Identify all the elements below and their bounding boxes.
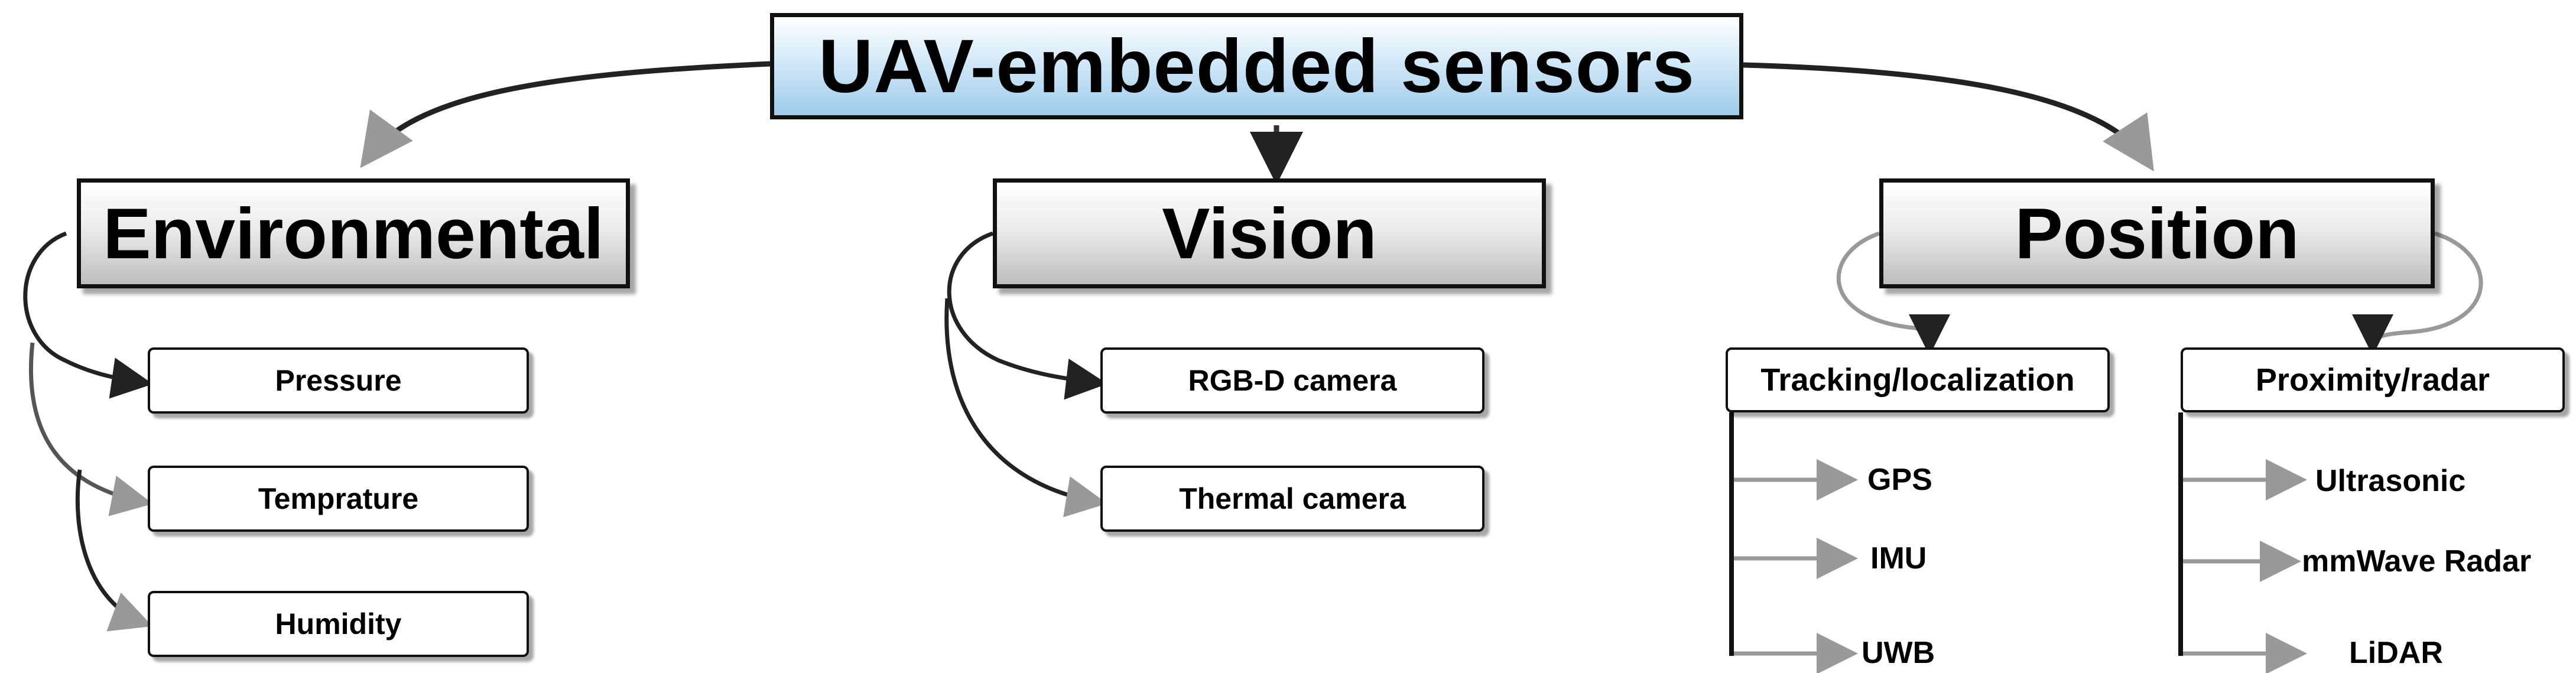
leaf-imu: IMU xyxy=(1870,541,1927,576)
item-humidity-label: Humidity xyxy=(275,607,402,641)
item-temprature: Temprature xyxy=(148,466,529,532)
title-box: UAV-embedded sensors xyxy=(770,13,1743,119)
connector-position-tracking xyxy=(1836,231,1950,356)
group-proximity-radar-label: Proximity/radar xyxy=(2255,362,2490,398)
item-pressure: Pressure xyxy=(148,347,529,414)
category-vision-label: Vision xyxy=(1162,193,1377,274)
connector-environmental-pressure xyxy=(23,231,153,399)
connector-vision-rgbd xyxy=(947,231,1107,400)
item-rgbd-camera: RGB-D camera xyxy=(1100,347,1484,414)
leaf-ultrasonic: Ultrasonic xyxy=(2315,464,2466,498)
category-vision: Vision xyxy=(993,178,1546,288)
item-rgbd-camera-label: RGB-D camera xyxy=(1188,364,1397,397)
category-position: Position xyxy=(1879,178,2435,288)
leaf-lidar: LiDAR xyxy=(2349,636,2443,670)
item-thermal-camera: Thermal camera xyxy=(1100,466,1484,532)
leaf-uwb: UWB xyxy=(1862,636,1935,670)
item-temprature-label: Temprature xyxy=(258,482,419,515)
page-title: UAV-embedded sensors xyxy=(818,24,1695,109)
leaf-mmwave-radar: mmWave Radar xyxy=(2302,544,2532,578)
item-pressure-label: Pressure xyxy=(275,364,402,397)
group-tracking-localization-label: Tracking/localization xyxy=(1760,362,2075,398)
connector-position-proximity xyxy=(2352,231,2483,356)
category-environmental-label: Environmental xyxy=(103,193,604,274)
connector-environmental-humidity xyxy=(75,469,153,632)
connector-vision-thermal xyxy=(944,298,1107,518)
connector-title-environmental xyxy=(360,61,771,168)
connector-title-position xyxy=(1743,62,2154,172)
leaf-gps: GPS xyxy=(1867,463,1932,497)
connector-environmental-temprature xyxy=(29,342,153,516)
item-humidity: Humidity xyxy=(148,591,529,657)
category-position-label: Position xyxy=(2015,193,2299,274)
category-environmental: Environmental xyxy=(77,178,630,288)
item-thermal-camera-label: Thermal camera xyxy=(1179,482,1406,515)
group-tracking-localization: Tracking/localization xyxy=(1726,347,2110,412)
group-proximity-radar: Proximity/radar xyxy=(2181,347,2565,412)
